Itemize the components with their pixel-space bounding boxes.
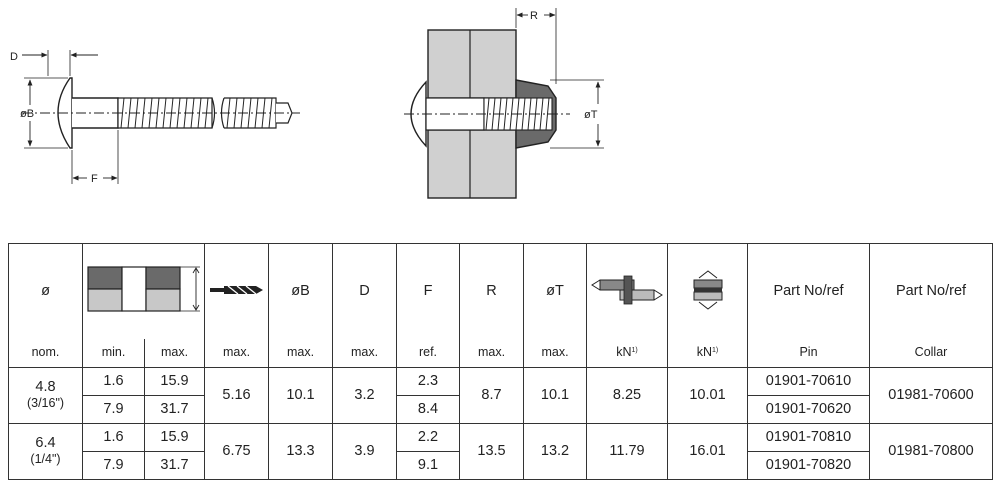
header-b: øB xyxy=(268,243,333,339)
cell-collar: 01981-70600 xyxy=(869,367,993,424)
cell-tensile: 16.01 xyxy=(667,423,748,480)
cell-shear: 8.25 xyxy=(586,367,668,424)
cell-grip-min: 7.9 xyxy=(82,451,145,480)
cell-hole: 6.75 xyxy=(204,423,269,480)
sub-max: max. xyxy=(144,339,205,368)
header-part-pin: Part No/ref xyxy=(747,243,870,339)
cell-b: 10.1 xyxy=(268,367,333,424)
cell-d: 3.9 xyxy=(332,423,397,480)
assembly-dim-t-label: øT xyxy=(584,109,598,121)
cell-f: 8.4 xyxy=(396,395,460,424)
table-row: 4.8(3/16") 1.6 15.9 5.16 10.1 3.2 2.3 8.… xyxy=(8,367,993,424)
cell-grip-min: 7.9 xyxy=(82,395,145,424)
cell-grip-max: 15.9 xyxy=(144,423,205,452)
sub-min: min. xyxy=(82,339,145,368)
sub-t-max: max. xyxy=(523,339,587,368)
header-f: F xyxy=(396,243,460,339)
header-row: ø øB D F R øT xyxy=(8,243,993,339)
header-shear xyxy=(586,243,668,339)
table-row: 7.9 31.7 9.1 01901-70820 xyxy=(9,451,993,480)
pin-dim-f-label: F xyxy=(91,173,98,185)
cell-grip-max: 15.9 xyxy=(144,367,205,396)
drill-bit-icon xyxy=(209,285,263,295)
cell-f: 9.1 xyxy=(396,451,460,480)
cell-hole: 5.16 xyxy=(204,367,269,424)
sub-hole-max: max. xyxy=(204,339,269,368)
cell-nom: 4.8(3/16") xyxy=(8,367,83,424)
cell-pin: 01901-70610 xyxy=(747,367,870,396)
cell-grip-max: 31.7 xyxy=(144,395,205,424)
cell-r: 13.5 xyxy=(459,423,524,480)
cell-pin: 01901-70810 xyxy=(747,423,870,452)
cell-t: 10.1 xyxy=(523,367,587,424)
spec-table: ø øB D F R øT xyxy=(8,243,993,480)
cell-grip-max: 31.7 xyxy=(144,451,205,480)
assembly-dim-r-label: R xyxy=(530,10,538,22)
sub-shear-unit: kN1) xyxy=(586,339,668,368)
cell-b: 13.3 xyxy=(268,423,333,480)
header-r: R xyxy=(459,243,524,339)
header-diameter: ø xyxy=(8,243,83,339)
grip-range-icon xyxy=(86,265,200,312)
sub-b-max: max. xyxy=(268,339,333,368)
cell-pin: 01901-70820 xyxy=(747,451,870,480)
header-tensile xyxy=(667,243,748,339)
cell-t: 13.2 xyxy=(523,423,587,480)
sub-collar: Collar xyxy=(869,339,993,368)
subheader-row: nom. min. max. max. max. max. ref. max. … xyxy=(8,339,993,368)
sub-pin: Pin xyxy=(747,339,870,368)
cell-f: 2.3 xyxy=(396,367,460,396)
header-part-collar: Part No/ref xyxy=(869,243,993,339)
cell-r: 8.7 xyxy=(459,367,524,424)
technical-drawing: D øB F R øT xyxy=(10,8,604,199)
shear-strength-icon xyxy=(591,275,663,304)
cell-pin: 01901-70620 xyxy=(747,395,870,424)
pin-dim-d-label: D xyxy=(10,51,18,63)
header-d: D xyxy=(332,243,397,339)
sub-nom: nom. xyxy=(8,339,83,368)
sub-tensile-unit: kN1) xyxy=(667,339,748,368)
assembly-drawing: R øT xyxy=(404,8,604,199)
pin-drawing: D øB F xyxy=(10,50,300,185)
cell-collar: 01981-70800 xyxy=(869,423,993,480)
pin-dim-b-label: øB xyxy=(20,108,34,120)
cell-shear: 11.79 xyxy=(586,423,668,480)
cell-tensile: 10.01 xyxy=(667,367,748,424)
header-grip-range xyxy=(82,243,205,339)
cell-f: 2.2 xyxy=(396,423,460,452)
sub-f-ref: ref. xyxy=(396,339,460,368)
cell-nom: 6.4(1/4") xyxy=(8,423,83,480)
header-t: øT xyxy=(523,243,587,339)
cell-grip-min: 1.6 xyxy=(82,423,145,452)
sub-r-max: max. xyxy=(459,339,524,368)
cell-grip-min: 1.6 xyxy=(82,367,145,396)
cell-d: 3.2 xyxy=(332,367,397,424)
header-hole xyxy=(204,243,269,339)
table-row: 6.4(1/4") 1.6 15.9 6.75 13.3 3.9 2.2 13.… xyxy=(8,423,993,480)
tensile-strength-icon xyxy=(693,269,722,310)
sub-d-max: max. xyxy=(332,339,397,368)
